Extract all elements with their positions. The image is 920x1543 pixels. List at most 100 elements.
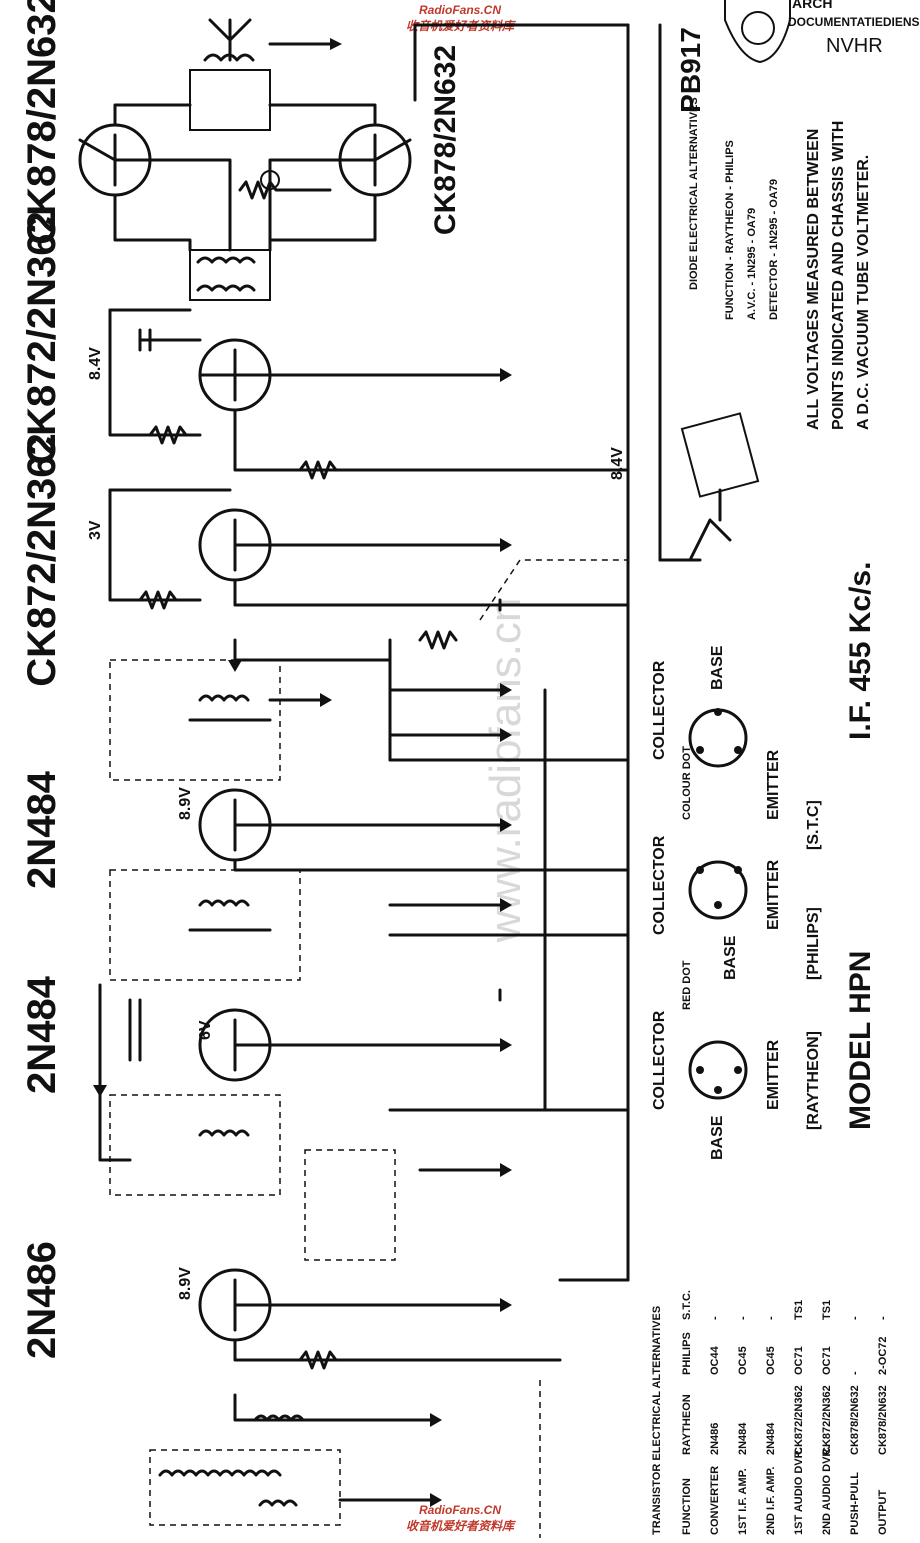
table-cell: 2-OC72 [877, 1336, 889, 1375]
svg-text:[RAYTHEON]: [RAYTHEON] [805, 1031, 822, 1130]
top-watermark: RadioFans.CN [419, 3, 501, 17]
svg-text:TRANSISTOR ELECTRICAL ALTERNAT: TRANSISTOR ELECTRICAL ALTERNATIVES [651, 1306, 663, 1535]
table-cell: - [737, 1316, 749, 1320]
svg-text:ARCH: ARCH [792, 0, 832, 11]
stage-label-audio2: CK872/2N362 [20, 433, 64, 687]
stage-label-pushpull: CK878/2N632 [20, 0, 64, 245]
table-cell: 2ND I.F. AMP. [765, 1467, 777, 1535]
table-cell: 2N486 [709, 1423, 721, 1455]
svg-text:COLLECTOR: COLLECTOR [651, 660, 668, 760]
svg-text:A.V.C. - 1N295 - OA79: A.V.C. - 1N295 - OA79 [746, 208, 758, 320]
svg-text:COLLECTOR: COLLECTOR [651, 835, 668, 935]
svg-text:6V: 6V [197, 1020, 214, 1040]
svg-text:BASE: BASE [709, 645, 726, 690]
model-label: MODEL HPN [844, 951, 877, 1130]
table-header-cell: FUNCTION [681, 1478, 693, 1535]
if-amp-2: 8.9V [177, 787, 272, 862]
table-cell: TS1 [821, 1300, 833, 1320]
svg-text:BASE: BASE [722, 935, 739, 980]
svg-text:ALL VOLTAGES MEASURED BETWEEN: ALL VOLTAGES MEASURED BETWEEN [805, 129, 822, 430]
pushpull-transistor-a [78, 123, 152, 197]
svg-text:COLOUR DOT: COLOUR DOT [681, 746, 693, 820]
audio-driver-1: 8.4V [87, 338, 272, 412]
if-transformer-2 [109, 659, 332, 781]
svg-text:EMITTER: EMITTER [765, 1039, 782, 1110]
svg-text:DOCUMENTATIEDIENS: DOCUMENTATIEDIENS [788, 15, 920, 29]
table-header-cell: RAYTHEON [681, 1394, 693, 1455]
table-cell: OC71 [793, 1346, 805, 1375]
svg-text:8.9V: 8.9V [177, 787, 194, 820]
center-watermark: www.radiofans.cn [481, 598, 530, 944]
table-cell: - [849, 1371, 861, 1375]
oscillator-coil [109, 1094, 512, 1261]
svg-text:[S.T.C]: [S.T.C] [805, 800, 822, 850]
if-transformer-1 [109, 869, 301, 981]
svg-text:3V: 3V [87, 520, 104, 540]
table-cell: OC71 [821, 1346, 833, 1375]
table-header-cell: S.T.C. [681, 1290, 693, 1320]
table-cell: 1ST I.F. AMP. [737, 1468, 749, 1535]
table-cell: 2N484 [737, 1422, 749, 1455]
transistor-table: TRANSISTOR ELECTRICAL ALTERNATIVES FUNCT… [651, 1290, 889, 1535]
svg-text:EMITTER: EMITTER [765, 749, 782, 820]
pinout-raytheon: COLLECTOR BASE EMITTER [RAYTHEON] [651, 1010, 822, 1160]
table-cell: 2N484 [765, 1422, 777, 1455]
table-cell: CONVERTER [709, 1466, 721, 1535]
table-cell: OC44 [709, 1345, 721, 1375]
output-transformer [189, 18, 342, 131]
svg-text:[PHILIPS]: [PHILIPS] [805, 907, 822, 980]
svg-text:POINTS INDICATED AND CHASSIS W: POINTS INDICATED AND CHASSIS WITH [830, 121, 847, 430]
bottom-watermark: RadioFans.CN [419, 1503, 501, 1517]
stage-label-if1: 2N484 [20, 975, 64, 1094]
table-cell: OC45 [765, 1346, 777, 1375]
svg-text:DIODE ELECTRICAL ALTERNATIVES: DIODE ELECTRICAL ALTERNATIVES [688, 97, 700, 290]
detector-section [228, 630, 630, 1112]
if-amp-1: 6V [197, 1008, 272, 1082]
table-cell: CK878/2N632 [877, 1385, 889, 1455]
table-cell: CK872/2N362 [793, 1385, 805, 1455]
supply-rail: 8.4V [413, 23, 702, 1282]
table-cell: - [849, 1316, 861, 1320]
power-switch [680, 412, 760, 562]
stage-label-audio1: CK872/2N362 [20, 211, 64, 465]
svg-text:COLLECTOR: COLLECTOR [651, 1010, 668, 1110]
archive-stamp: ARCH DOCUMENTATIEDIENS NVHR [724, 0, 920, 64]
table-cell: - [709, 1316, 721, 1320]
table-header-cell: PHILIPS [681, 1332, 693, 1375]
svg-text:BASE: BASE [709, 1115, 726, 1160]
diode-table: DIODE ELECTRICAL ALTERNATIVES FUNCTION -… [688, 97, 780, 320]
table-cell: 1ST AUDIO DVR. [793, 1447, 805, 1535]
table-cell: - [877, 1316, 889, 1320]
table-cell: CK878/2N632 [849, 1385, 861, 1455]
audio-driver-2: 3V [87, 508, 272, 582]
stage-label-converter: 2N486 [20, 1241, 64, 1359]
svg-text:8.9V: 8.9V [177, 1267, 194, 1300]
svg-text:EMITTER: EMITTER [765, 859, 782, 930]
pushpull-transistor-b [338, 123, 412, 197]
svg-text:8.4V: 8.4V [609, 447, 626, 480]
svg-text:NVHR: NVHR [826, 35, 883, 57]
svg-text:RED DOT: RED DOT [681, 960, 693, 1010]
svg-text:A D.C. VACUUM TUBE VOLTMETER.: A D.C. VACUUM TUBE VOLTMETER. [855, 155, 872, 430]
svg-text:FUNCTION - RAYTHEON - PHILIPS: FUNCTION - RAYTHEON - PHILIPS [724, 140, 736, 320]
table-cell: PUSH-PULL [849, 1472, 861, 1535]
table-cell: - [765, 1316, 777, 1320]
table-cell: CK872/2N362 [821, 1385, 833, 1455]
pb-number: PB917 [675, 27, 706, 113]
voltage-note: ALL VOLTAGES MEASURED BETWEEN POINTS IND… [805, 121, 872, 430]
svg-text:DETECTOR - 1N295 - OA79: DETECTOR - 1N295 - OA79 [768, 179, 780, 320]
svg-text:8.4V: 8.4V [87, 347, 104, 380]
converter-transistor: 8.9V [177, 1267, 272, 1342]
table-cell: OC45 [737, 1346, 749, 1375]
driver-transformer [189, 249, 271, 301]
bottom-watermark-cn: 收音机爱好者资料库 [406, 1519, 516, 1533]
table-cell: 2ND AUDIO DVR. [821, 1446, 833, 1535]
table-cell: OUTPUT [877, 1490, 889, 1536]
resistor-ref-marker [260, 170, 280, 190]
table-cell: TS1 [793, 1300, 805, 1320]
antenna-coil [149, 1449, 442, 1526]
pinout-stc: COLLECTOR COLOUR DOT BASE EMITTER [S.T.C… [651, 645, 822, 850]
pinout-philips: COLLECTOR RED DOT BASE EMITTER [PHILIPS] [651, 835, 822, 1010]
